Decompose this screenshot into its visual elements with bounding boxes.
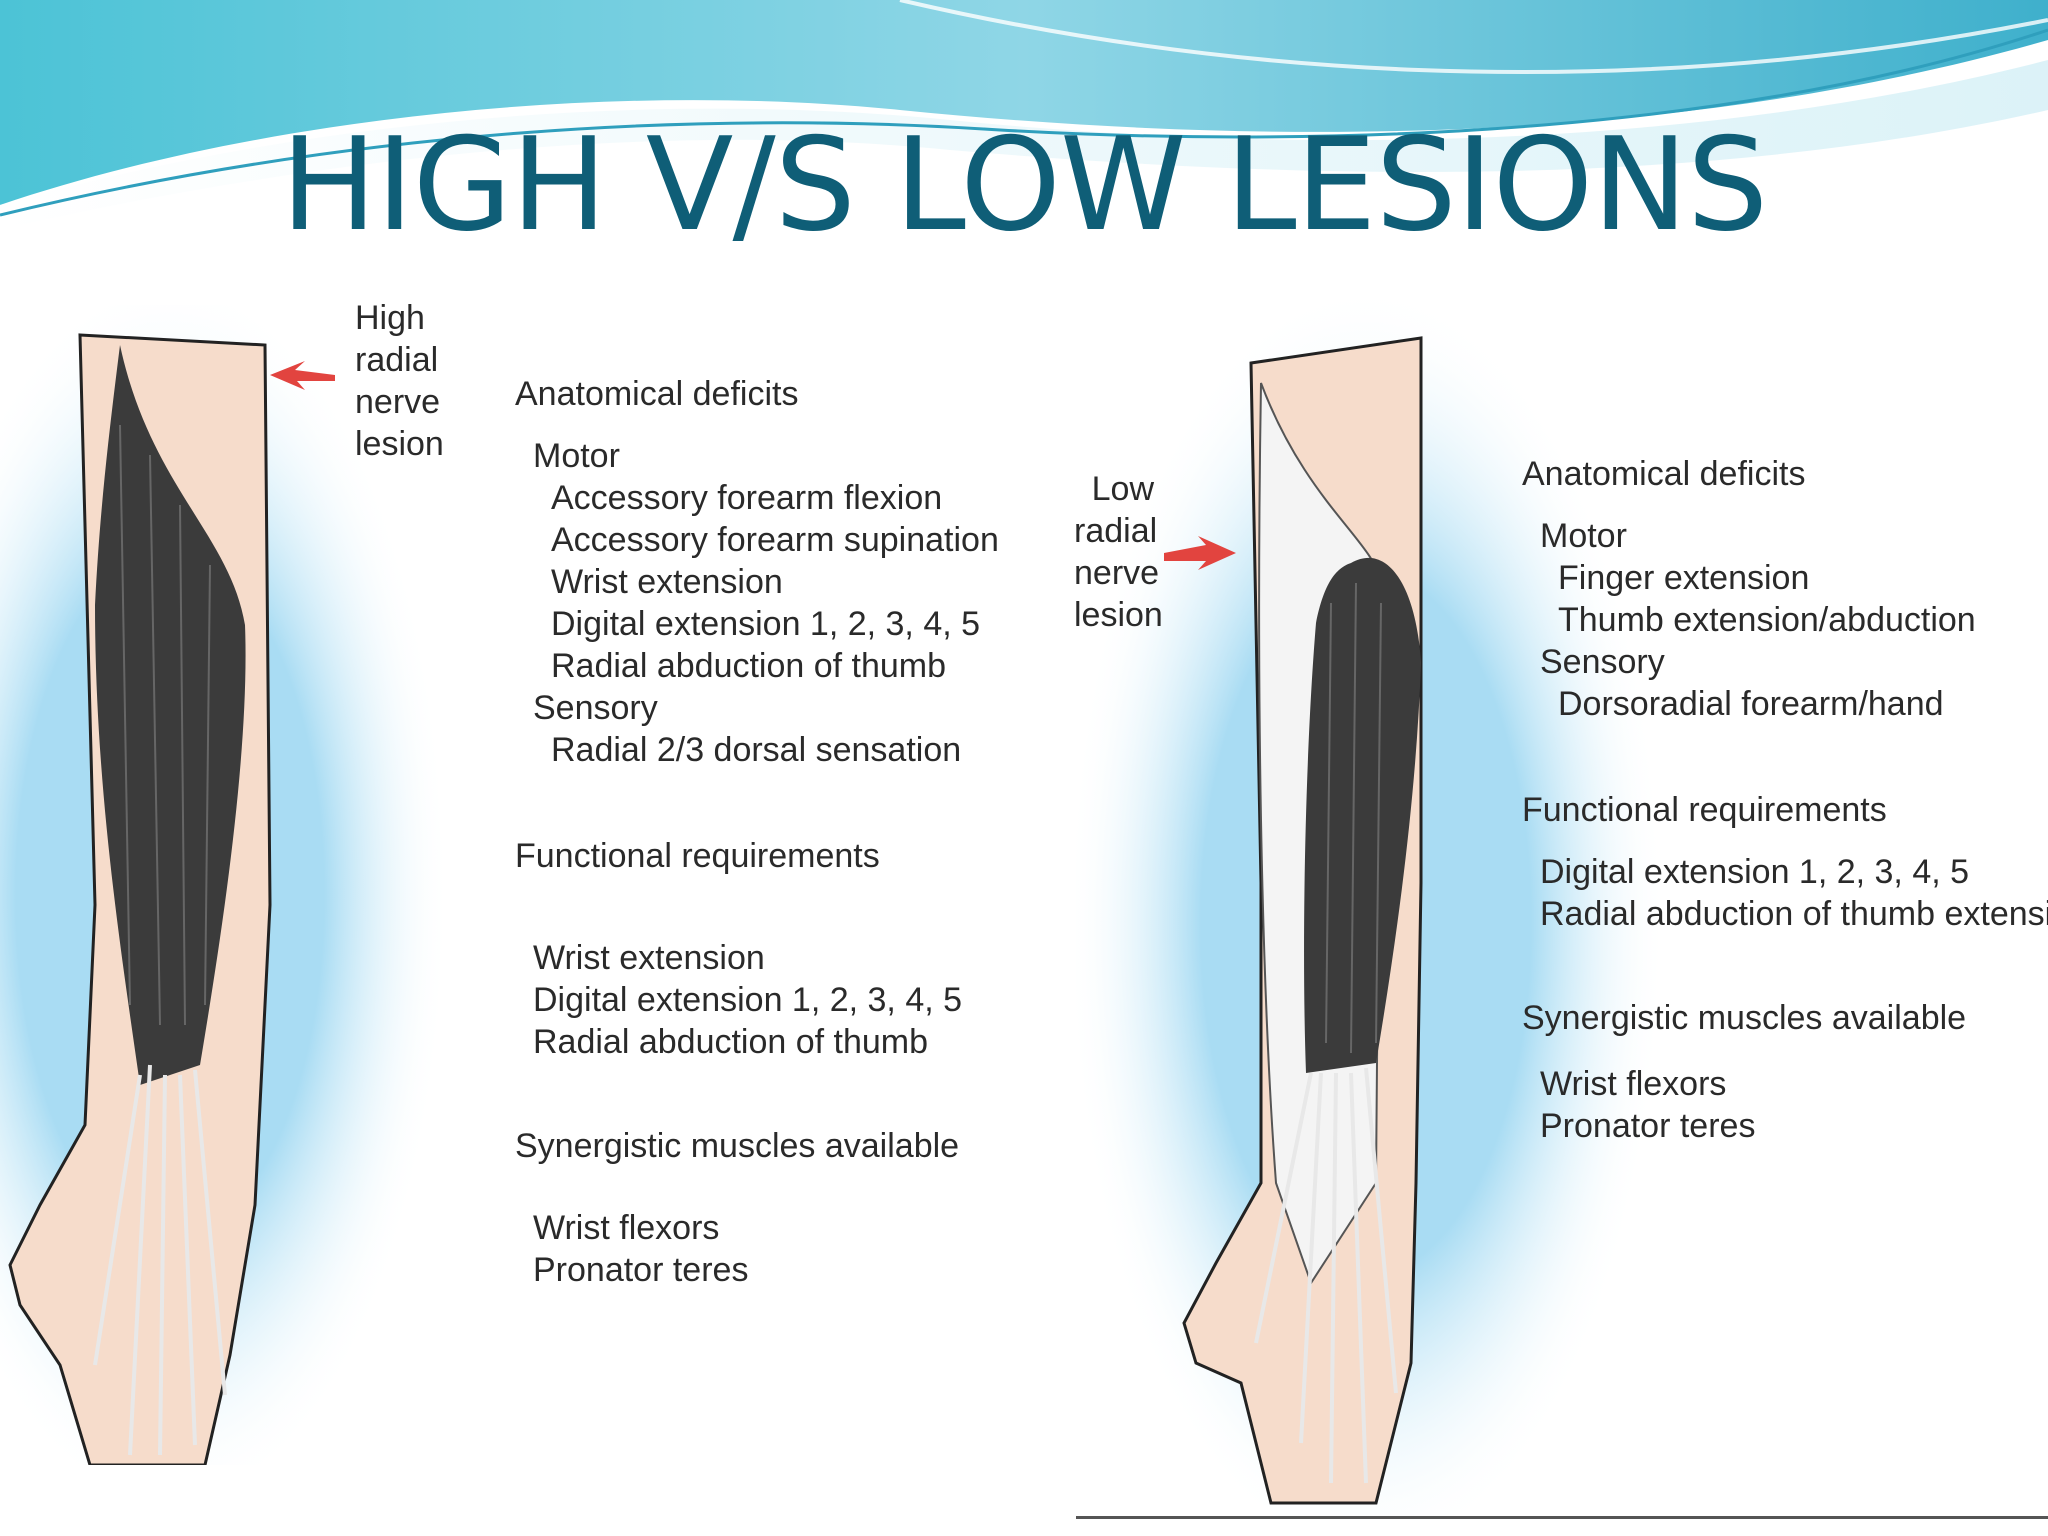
lesion-label-line: High bbox=[355, 299, 425, 337]
lesion-label-line: Low bbox=[1091, 470, 1154, 508]
motor-item: Thumb extension/abduction bbox=[1558, 601, 1976, 639]
divider bbox=[1076, 1516, 2048, 1519]
high-lesion-text: Anatomical deficits Motor Accessory fore… bbox=[515, 373, 999, 1291]
functional-item: Radial abduction of thumb extension bbox=[1540, 895, 2048, 933]
high-lesion-arrow-icon bbox=[270, 361, 335, 390]
lesion-label-line: lesion bbox=[1074, 596, 1163, 634]
synergistic-item: Pronator teres bbox=[1540, 1107, 1756, 1145]
motor-heading: Motor bbox=[533, 437, 620, 475]
functional-heading: Functional requirements bbox=[1522, 791, 1887, 829]
lesion-label-line: lesion bbox=[355, 425, 444, 463]
synergistic-item: Wrist flexors bbox=[1540, 1065, 1727, 1103]
motor-item: Finger extension bbox=[1558, 559, 1810, 597]
sensory-item: Radial 2/3 dorsal sensation bbox=[551, 731, 962, 769]
anatomical-heading: Anatomical deficits bbox=[1522, 455, 1806, 493]
anatomical-heading: Anatomical deficits bbox=[515, 375, 799, 413]
arm-illustration-low-lesion bbox=[1076, 283, 1666, 1519]
arm-illustration-high-lesion bbox=[0, 305, 450, 1465]
motor-item: Accessory forearm flexion bbox=[551, 479, 943, 517]
motor-item: Wrist extension bbox=[551, 563, 783, 601]
motor-item: Accessory forearm supination bbox=[551, 521, 999, 559]
synergistic-heading: Synergistic muscles available bbox=[1522, 999, 1967, 1037]
sensory-item: Dorsoradial forearm/hand bbox=[1558, 685, 1944, 723]
sensory-heading: Sensory bbox=[1540, 643, 1665, 681]
synergistic-heading: Synergistic muscles available bbox=[515, 1127, 960, 1165]
low-lesion-label: Low radial nerve lesion bbox=[1074, 468, 1163, 636]
functional-item: Wrist extension bbox=[533, 939, 765, 977]
functional-item: Digital extension 1, 2, 3, 4, 5 bbox=[1540, 853, 1970, 891]
lesion-label-line: radial bbox=[355, 341, 439, 379]
motor-item: Digital extension 1, 2, 3, 4, 5 bbox=[551, 605, 981, 643]
lesion-label-line: radial bbox=[1074, 512, 1158, 550]
low-lesion-text: Anatomical deficits Motor Finger extensi… bbox=[1522, 453, 2048, 1147]
sensory-heading: Sensory bbox=[533, 689, 658, 727]
lesion-label-line: nerve bbox=[355, 383, 441, 421]
lesion-label-line: nerve bbox=[1074, 554, 1160, 592]
low-lesion-arrow-icon bbox=[1164, 536, 1236, 570]
synergistic-item: Pronator teres bbox=[533, 1251, 749, 1289]
high-lesion-label: High radial nerve lesion bbox=[355, 297, 444, 465]
motor-item: Radial abduction of thumb bbox=[551, 647, 947, 685]
functional-item: Digital extension 1, 2, 3, 4, 5 bbox=[533, 981, 963, 1019]
high-lesion-panel: High radial nerve lesion Anatomical defi… bbox=[0, 299, 999, 1465]
motor-heading: Motor bbox=[1540, 517, 1627, 555]
functional-item: Radial abduction of thumb bbox=[533, 1023, 929, 1061]
functional-heading: Functional requirements bbox=[515, 837, 880, 875]
synergistic-item: Wrist flexors bbox=[533, 1209, 720, 1247]
low-lesion-panel: Low radial nerve lesion Anatomical defic… bbox=[1074, 283, 2048, 1519]
slide-title: HIGH V/S LOW LESIONS bbox=[280, 111, 1768, 260]
